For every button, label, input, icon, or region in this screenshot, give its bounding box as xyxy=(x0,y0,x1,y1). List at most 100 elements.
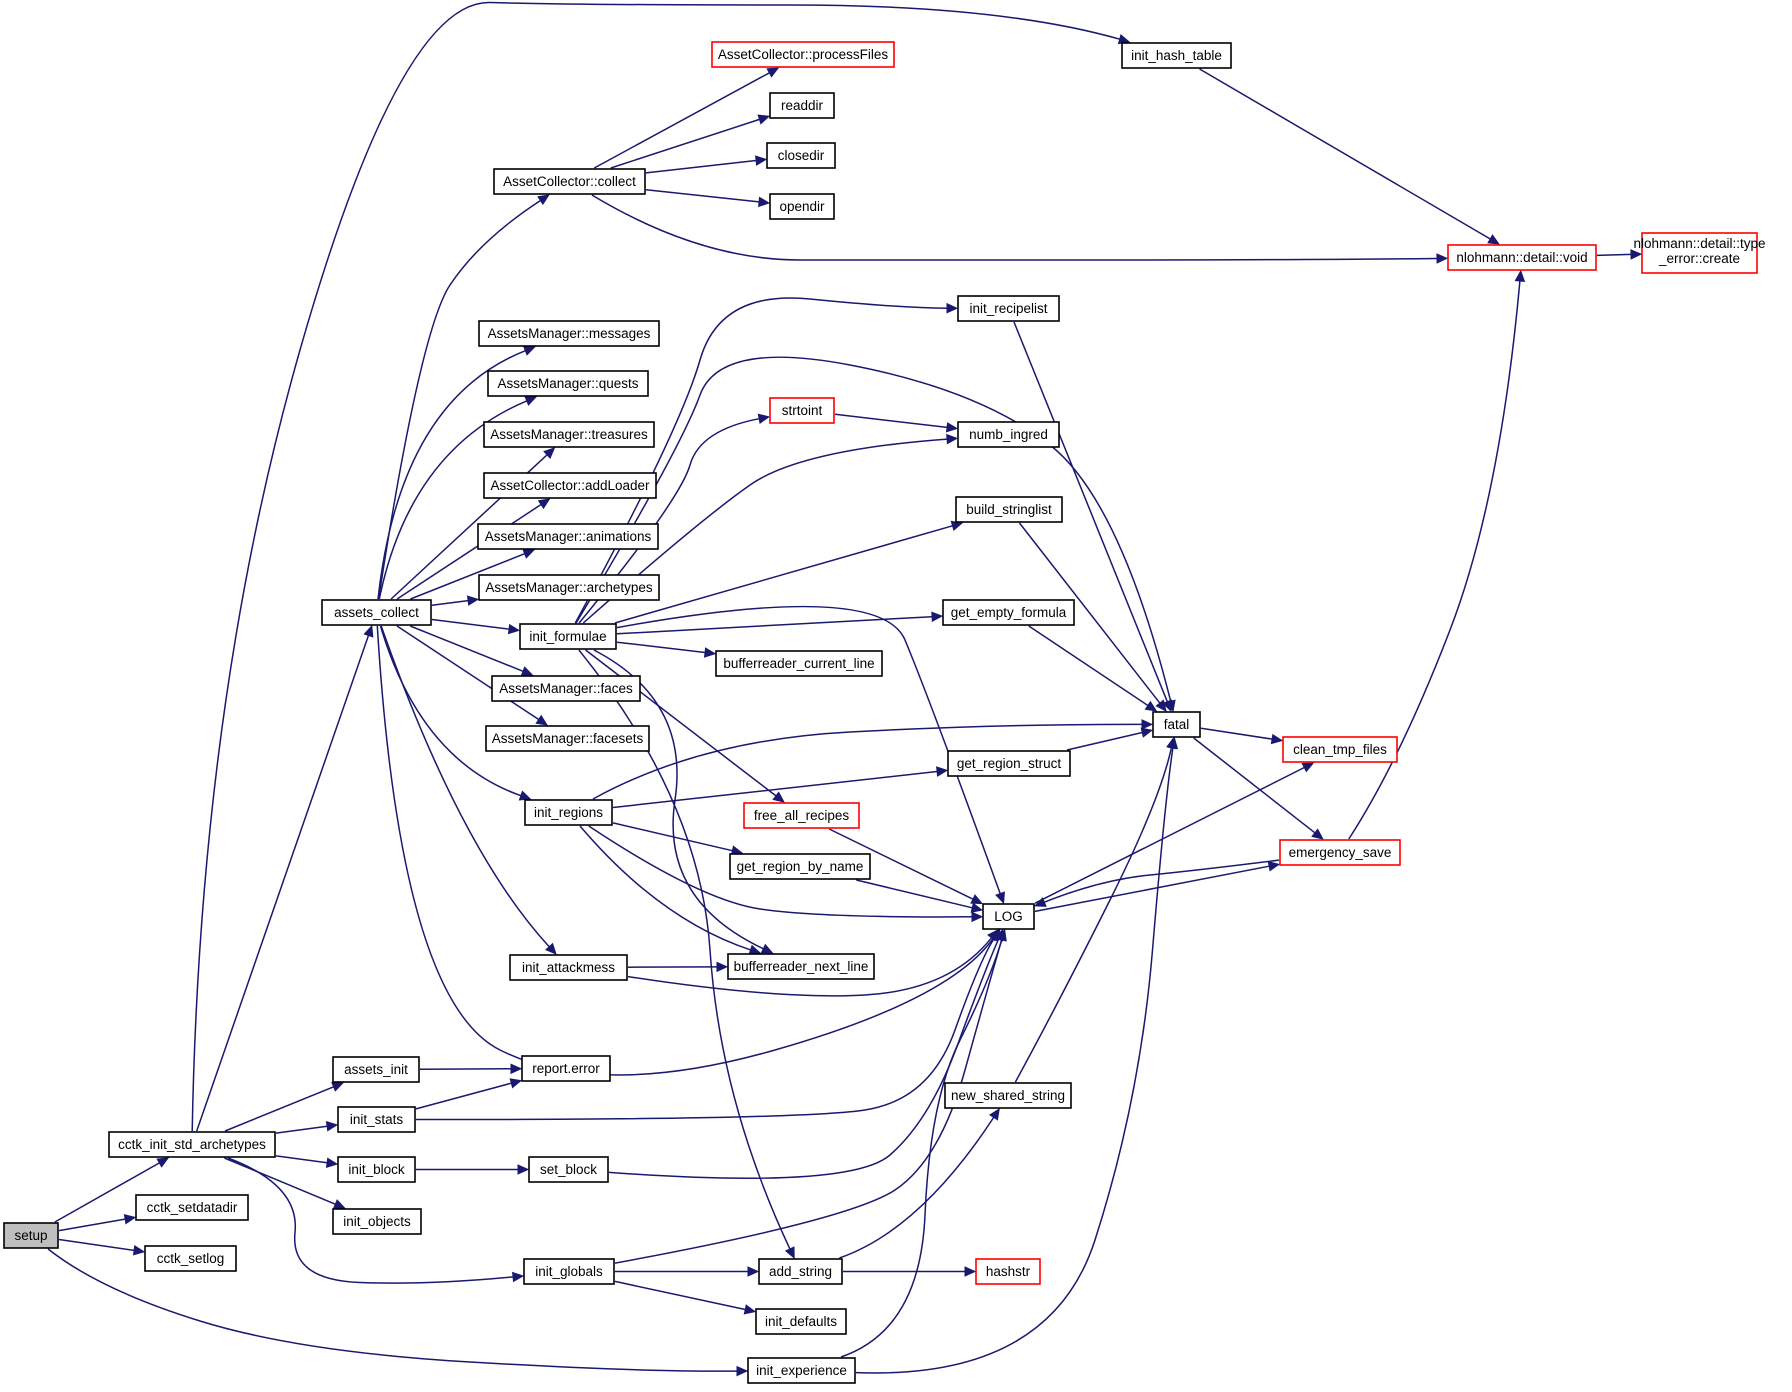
node-processFiles[interactable]: AssetCollector::processFiles xyxy=(711,41,895,68)
node-label: AssetsManager::archetypes xyxy=(485,580,653,595)
node-quests[interactable]: AssetsManager::quests xyxy=(487,370,649,397)
edge-init_formulae-to-get_empty_formula xyxy=(616,611,944,635)
node-init_hash_table[interactable]: init_hash_table xyxy=(1121,42,1232,69)
node-addLoader[interactable]: AssetCollector::addLoader xyxy=(483,472,657,499)
node-emergency_save[interactable]: emergency_save xyxy=(1279,839,1401,866)
edge-line xyxy=(612,770,938,809)
node-free_all_recipes[interactable]: free_all_recipes xyxy=(743,802,860,829)
node-box xyxy=(743,802,860,829)
edge-setup-to-init_experience xyxy=(47,1248,749,1377)
node-init_block[interactable]: init_block xyxy=(337,1156,416,1183)
node-label: assets_init xyxy=(344,1062,408,1077)
node-init_globals[interactable]: init_globals xyxy=(523,1258,615,1285)
node-init_experience[interactable]: init_experience xyxy=(747,1357,856,1384)
node-get_region_struct[interactable]: get_region_struct xyxy=(947,750,1071,777)
node-assets_init[interactable]: assets_init xyxy=(332,1056,420,1083)
node-opendir[interactable]: opendir xyxy=(769,193,835,220)
node-readdir[interactable]: readdir xyxy=(769,92,835,119)
edge-assets_collect-to-addLoader xyxy=(396,498,551,600)
node-cctk_init_std_archetypes[interactable]: cctk_init_std_archetypes xyxy=(108,1131,276,1158)
node-numb_ingred[interactable]: numb_ingred xyxy=(957,421,1060,448)
node-box xyxy=(519,623,617,650)
edge-collect-to-processFiles xyxy=(593,67,780,169)
node-clean_tmp_files[interactable]: clean_tmp_files xyxy=(1282,736,1398,763)
node-new_shared_string[interactable]: new_shared_string xyxy=(944,1082,1072,1109)
node-assets_collect[interactable]: assets_collect xyxy=(321,599,432,626)
node-box xyxy=(711,41,895,68)
arrowhead-icon xyxy=(760,943,774,954)
edge-init_hash_table-to-nvoid xyxy=(1199,68,1500,245)
node-get_empty_formula[interactable]: get_empty_formula xyxy=(942,599,1075,626)
arrowhead-icon xyxy=(1144,700,1158,712)
node-cctk_setdatadir[interactable]: cctk_setdatadir xyxy=(135,1194,249,1221)
node-init_recipelist[interactable]: init_recipelist xyxy=(957,295,1060,322)
node-label: _error::create xyxy=(1658,251,1740,266)
arrowhead-icon xyxy=(757,114,771,125)
node-report_error[interactable]: report.error xyxy=(521,1055,611,1082)
node-get_region_by_name[interactable]: get_region_by_name xyxy=(729,853,871,880)
arrowhead-icon xyxy=(520,666,534,677)
node-hashstr[interactable]: hashstr xyxy=(975,1258,1041,1285)
node-messages[interactable]: AssetsManager::messages xyxy=(478,320,660,347)
edge-cctk_init_std_archetypes-to-assets_init xyxy=(224,1082,345,1132)
edge-line xyxy=(579,825,751,951)
arrowhead-icon xyxy=(535,714,549,726)
node-collect[interactable]: AssetCollector::collect xyxy=(493,168,646,195)
arrowhead-icon xyxy=(757,413,771,424)
node-set_block[interactable]: set_block xyxy=(528,1156,609,1183)
node-setup[interactable]: setup xyxy=(3,1222,59,1249)
node-type_error[interactable]: nlohmann::detail::type_error::create xyxy=(1633,232,1766,274)
node-facesets[interactable]: AssetsManager::facesets xyxy=(485,725,650,752)
arrowhead-icon xyxy=(1141,719,1154,730)
node-fatal[interactable]: fatal xyxy=(1152,711,1201,738)
node-LOG[interactable]: LOG xyxy=(982,903,1035,930)
node-animations[interactable]: AssetsManager::animations xyxy=(477,523,659,550)
node-faces[interactable]: AssetsManager::faces xyxy=(491,675,641,702)
edge-init_recipelist-to-fatal xyxy=(1013,321,1173,713)
arrowhead-icon xyxy=(970,902,984,913)
node-box xyxy=(755,1308,847,1335)
node-label: get_region_struct xyxy=(957,756,1062,771)
node-label: closedir xyxy=(778,148,825,163)
edges-layer xyxy=(47,1,1643,1377)
node-init_defaults[interactable]: init_defaults xyxy=(755,1308,847,1335)
node-strtoint[interactable]: strtoint xyxy=(769,397,835,424)
node-init_stats[interactable]: init_stats xyxy=(337,1106,416,1133)
node-label: new_shared_string xyxy=(951,1088,1065,1103)
edge-line xyxy=(380,625,550,948)
edge-line xyxy=(1018,522,1161,704)
edge-line xyxy=(616,605,1001,894)
nodes-layer: setup cctk_init_std_archetypes cctk_setdat… xyxy=(3,41,1766,1384)
node-build_stringlist[interactable]: build_stringlist xyxy=(955,496,1063,523)
arrowhead-icon xyxy=(325,1157,339,1169)
edge-init_block-to-set_block xyxy=(416,1164,530,1175)
edge-init_globals-to-init_defaults xyxy=(614,1280,757,1315)
node-init_formulae[interactable]: init_formulae xyxy=(519,623,617,650)
node-cctk_setlog[interactable]: cctk_setlog xyxy=(144,1245,237,1272)
arrowhead-icon xyxy=(518,790,532,801)
node-label: opendir xyxy=(779,199,825,214)
arrowhead-icon xyxy=(156,1157,170,1168)
node-init_attackmess[interactable]: init_attackmess xyxy=(509,954,628,981)
node-init_objects[interactable]: init_objects xyxy=(332,1208,422,1235)
node-archetypes[interactable]: AssetsManager::archetypes xyxy=(478,574,660,601)
node-bufferreader_current_line[interactable]: bufferreader_current_line xyxy=(715,650,883,677)
node-init_regions[interactable]: init_regions xyxy=(524,799,613,826)
node-nvoid[interactable]: nlohmann::detail::void xyxy=(1447,244,1597,271)
node-treasures[interactable]: AssetsManager::treasures xyxy=(483,421,655,448)
arrowhead-icon xyxy=(1487,234,1500,245)
node-label: get_region_by_name xyxy=(737,859,864,874)
node-label: set_block xyxy=(540,1162,597,1177)
node-label: hashstr xyxy=(986,1264,1031,1279)
node-box xyxy=(108,1131,276,1158)
edge-line xyxy=(591,194,1438,261)
node-add_string[interactable]: add_string xyxy=(758,1258,843,1285)
node-bufferreader_next_line[interactable]: bufferreader_next_line xyxy=(727,953,875,980)
node-box xyxy=(766,142,836,169)
arrowhead-icon xyxy=(1267,861,1281,872)
arrowhead-icon xyxy=(537,498,551,510)
edge-free_all_recipes-to-LOG xyxy=(828,828,984,905)
node-box xyxy=(528,1156,609,1183)
node-closedir[interactable]: closedir xyxy=(766,142,836,169)
edge-add_string-to-hashstr xyxy=(843,1266,977,1277)
